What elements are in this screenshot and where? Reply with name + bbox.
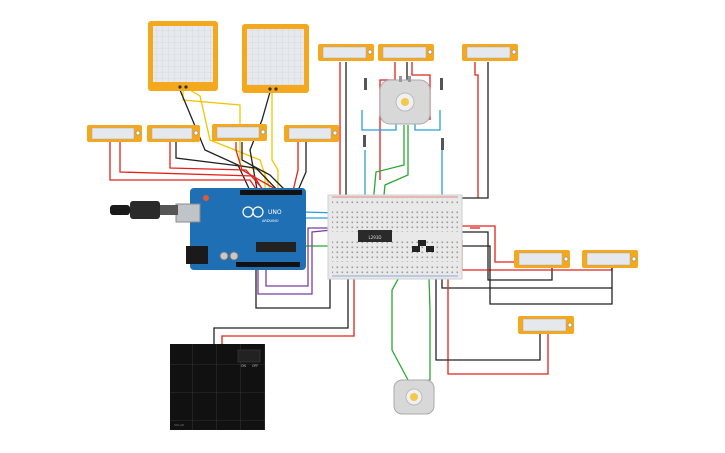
panel-brand-label: SOLAR xyxy=(174,423,184,427)
resistor xyxy=(363,78,444,150)
sensor-module xyxy=(514,250,570,268)
sensor-module xyxy=(462,44,518,61)
sensor-module xyxy=(582,250,638,268)
lcd-panel-right xyxy=(242,24,309,93)
arduino-brand-label: ARDUINO xyxy=(262,219,279,223)
motor-driver-chip: L293D xyxy=(358,230,392,242)
sensor-module xyxy=(147,125,200,142)
arduino-model-label: UNO xyxy=(268,209,282,216)
dc-motor-bottom xyxy=(393,379,435,415)
sensor-module xyxy=(284,125,339,142)
arduino-uno-board: UNO ARDUINO xyxy=(110,188,306,270)
sensor-module xyxy=(318,44,374,61)
sensor-module xyxy=(212,124,267,141)
sensor-module xyxy=(87,125,142,142)
sensor-module xyxy=(518,316,574,334)
transistor xyxy=(412,240,434,252)
lcd-panel-left xyxy=(148,21,218,91)
solar-panel: ON OFF SOLAR xyxy=(170,344,265,430)
panel-off-label: OFF xyxy=(252,364,258,368)
sensor-module xyxy=(378,44,434,61)
dc-motor-top xyxy=(379,76,431,125)
panel-on-label: ON xyxy=(241,364,247,368)
breadboard xyxy=(327,194,463,280)
chip-label: L293D xyxy=(369,235,382,240)
